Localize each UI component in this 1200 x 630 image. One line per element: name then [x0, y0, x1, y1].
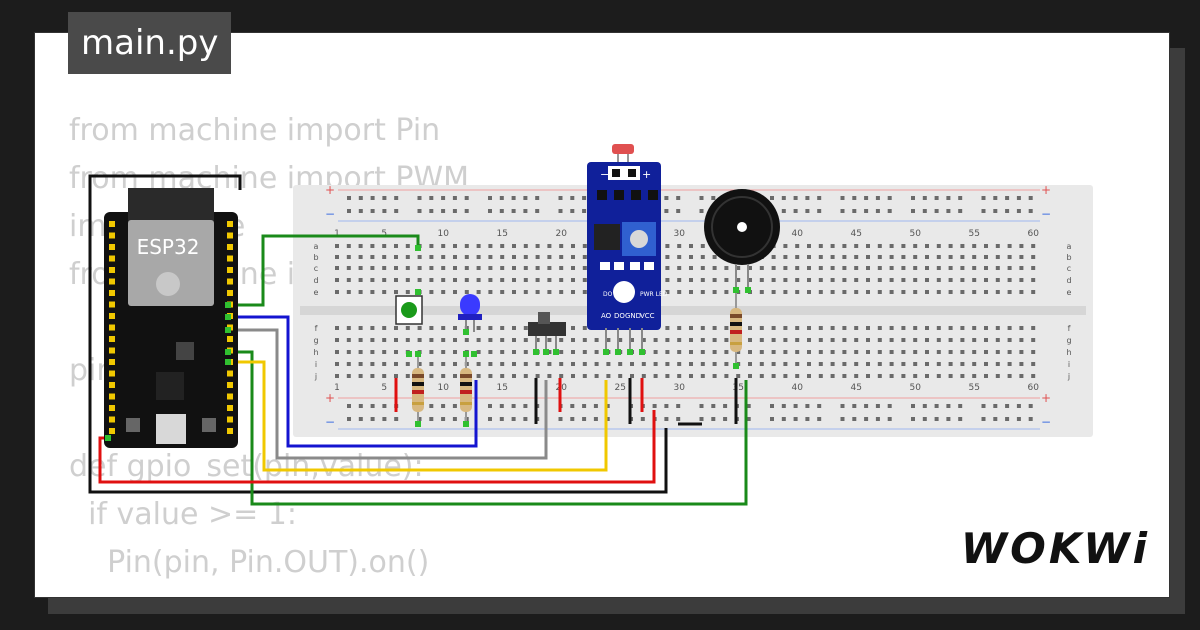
column-number: 30 — [673, 229, 685, 239]
rail-sign: − — [325, 415, 335, 429]
row-letter: a — [1067, 242, 1072, 251]
row-letter: h — [313, 348, 318, 357]
buzzer — [704, 189, 780, 290]
slide-switch-knob[interactable] — [538, 312, 550, 324]
row-letter: i — [1068, 360, 1070, 369]
row-letter: b — [1066, 253, 1071, 262]
push-button-cap[interactable] — [401, 302, 417, 318]
breadboard-labels: 1155101015152020252530303535404045455050… — [313, 183, 1071, 429]
column-number: 60 — [1027, 229, 1039, 239]
push-button[interactable] — [395, 295, 423, 325]
column-number: 5 — [381, 383, 387, 393]
rail-sign: + — [325, 183, 335, 197]
esp32-shield — [128, 220, 214, 306]
light-sensor-module: − + DO LED PWR LED AO DO GND VCC — [587, 144, 668, 352]
row-letter: j — [1067, 372, 1070, 381]
row-letter: h — [1066, 348, 1071, 357]
column-number: 40 — [791, 383, 803, 393]
column-number: 50 — [909, 229, 921, 239]
row-letter: e — [314, 288, 319, 297]
row-letter: c — [1067, 264, 1071, 273]
row-letter: e — [1067, 288, 1072, 297]
wire-black-loop — [88, 174, 668, 494]
pin-markers — [105, 245, 751, 441]
column-number: 10 — [437, 229, 449, 239]
column-number: 1 — [334, 383, 340, 393]
sensor-pin-vcc: VCC — [640, 312, 655, 320]
row-letter: d — [313, 276, 318, 285]
column-number: 15 — [496, 229, 507, 239]
row-letter: j — [314, 372, 317, 381]
sensor-pin-gnd: GND — [625, 312, 641, 320]
column-number: 35 — [732, 383, 743, 393]
rail-sign: + — [1041, 391, 1051, 405]
wire-blue-led — [228, 315, 478, 448]
row-letter: f — [1068, 324, 1071, 333]
esp32-label: ESP32 — [137, 235, 200, 259]
column-number: 50 — [909, 383, 921, 393]
breadboard-rails — [338, 189, 1040, 430]
sensor-led-label-do: DO LED — [603, 291, 626, 298]
column-number: 60 — [1027, 383, 1039, 393]
photoresistor — [612, 144, 634, 154]
code-line: from machine import Pin — [69, 113, 441, 148]
rail-sign: − — [1041, 207, 1051, 221]
wokwi-logo: WOKWi — [960, 524, 1150, 573]
column-number: 30 — [673, 383, 685, 393]
sensor-plus: + — [642, 168, 651, 181]
row-letter: a — [314, 242, 319, 251]
code-line: def gpio_set(pin,value): — [69, 449, 424, 484]
row-letter: g — [313, 336, 318, 345]
column-number: 25 — [614, 383, 625, 393]
code-line: if value >= 1: — [69, 497, 297, 532]
wire-green-button — [228, 234, 420, 307]
sensor-led-label-pwr: PWR LED — [640, 291, 668, 298]
rail-sign: + — [325, 391, 335, 405]
column-number: 1 — [334, 229, 340, 239]
column-number: 55 — [968, 229, 979, 239]
espressif-logo-icon — [156, 272, 180, 296]
rail-sign: + — [1041, 183, 1051, 197]
resistor-2 — [460, 354, 472, 424]
wire-red-power — [98, 410, 656, 484]
column-number: 15 — [496, 383, 507, 393]
esp32-board[interactable]: ESP32 — [104, 188, 238, 448]
column-number: 10 — [437, 383, 449, 393]
column-number: 20 — [555, 229, 567, 239]
row-letter: i — [315, 360, 317, 369]
sensor-pin-do: DO — [614, 312, 625, 320]
wires — [88, 174, 748, 506]
esp32-chip — [156, 372, 184, 400]
row-letter: g — [1066, 336, 1071, 345]
column-number: 5 — [381, 229, 387, 239]
blue-led — [458, 294, 482, 332]
en-button[interactable] — [126, 418, 140, 432]
row-letter: d — [1066, 276, 1071, 285]
row-letter: b — [313, 253, 318, 262]
sensor-minus: − — [600, 168, 609, 181]
wire-yellow-sensor — [228, 360, 608, 472]
code-line: Pin(pin, Pin.OUT).on() — [69, 545, 430, 580]
boot-button[interactable] — [202, 418, 216, 432]
row-letter: c — [314, 264, 318, 273]
column-number: 45 — [850, 383, 861, 393]
resistor-3 — [730, 290, 742, 366]
rail-sign: − — [325, 207, 335, 221]
wire-gray-switch — [228, 328, 548, 460]
rail-sign: − — [1041, 415, 1051, 429]
file-tab[interactable]: main.py — [68, 12, 232, 74]
row-letter: f — [315, 324, 318, 333]
column-number: 55 — [968, 383, 979, 393]
resistor-1 — [412, 354, 424, 424]
wire-green-buzzer — [228, 350, 748, 506]
breadboard-center-channel — [300, 306, 1086, 315]
code-line: else: — [69, 587, 469, 597]
usb-port — [156, 414, 186, 444]
column-number: 40 — [791, 229, 803, 239]
comparator-chip — [594, 224, 620, 250]
sensor-pin-ao: AO — [601, 312, 612, 320]
column-number: 45 — [850, 229, 861, 239]
